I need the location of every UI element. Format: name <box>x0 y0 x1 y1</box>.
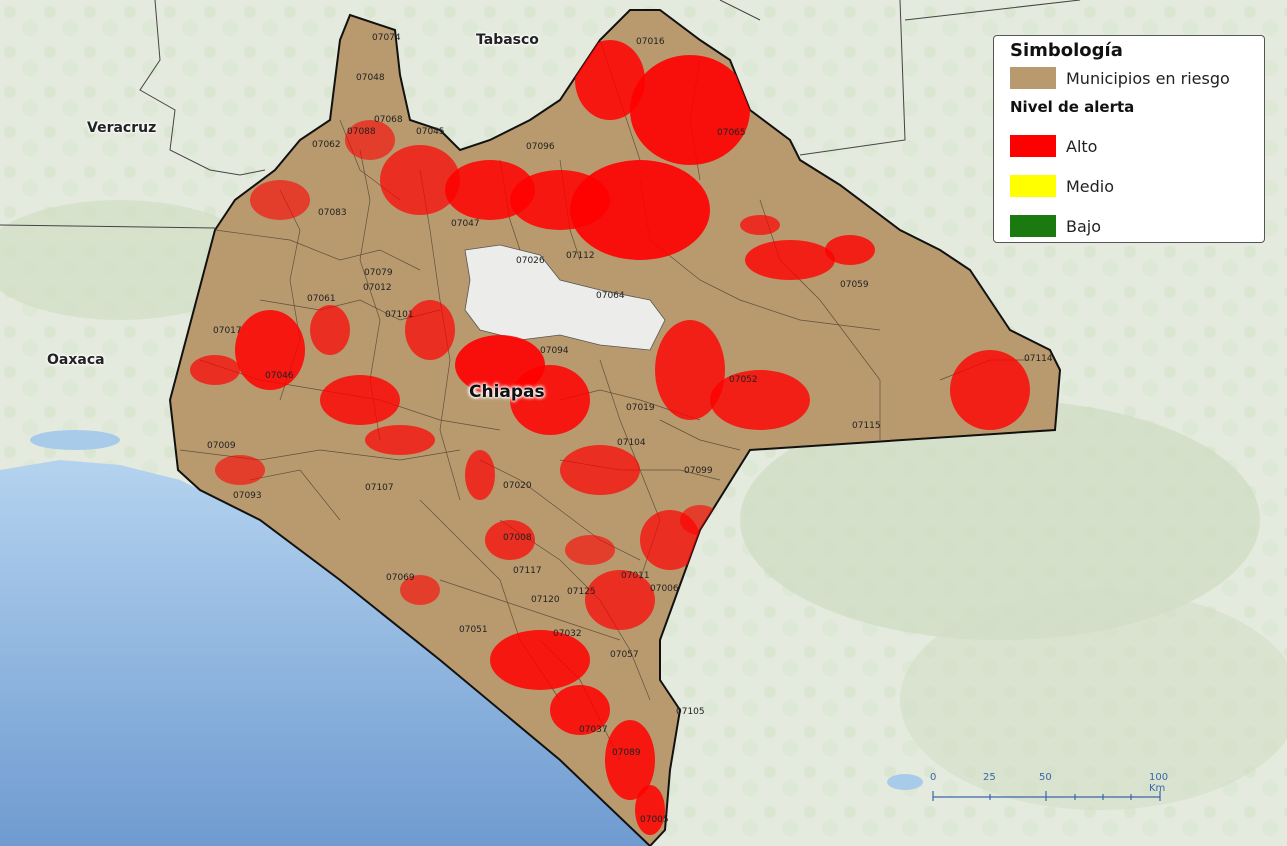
muni-label: 07096 <box>526 142 555 152</box>
relief-area <box>900 590 1287 810</box>
state-border <box>904 0 1081 21</box>
muni-label: 07046 <box>265 371 294 381</box>
legend-label: Municipios en riesgo <box>1066 68 1230 88</box>
muni-label: 07016 <box>636 37 665 47</box>
muni-label: 07061 <box>307 294 336 304</box>
muni-label: 07012 <box>363 283 392 293</box>
muni-label: 07047 <box>451 219 480 229</box>
muni-label: 07045 <box>416 127 445 137</box>
muni-label: 07105 <box>676 707 705 717</box>
legend-swatch-alto <box>1010 135 1056 157</box>
legend-label: Medio <box>1066 176 1115 196</box>
muni-label: 07083 <box>318 208 347 218</box>
muni-label: 07009 <box>207 441 236 451</box>
muni-label: 07037 <box>579 725 608 735</box>
muni-label: 07125 <box>567 587 596 597</box>
legend-swatch-bajo <box>1010 215 1056 237</box>
scale-labels: 0 25 50 100 Km <box>925 772 1175 812</box>
muni-label: 07059 <box>840 280 869 290</box>
non-risk-area[interactable] <box>464 244 666 351</box>
legend-item-bajo: Bajo <box>1010 214 1101 238</box>
muni-label: 07114 <box>1024 354 1053 364</box>
muni-label: 07005 <box>640 815 669 825</box>
muni-label: 07094 <box>540 346 569 356</box>
legend: Simbología Municipios en riesgo Nivel de… <box>993 35 1265 243</box>
muni-label: 07062 <box>312 140 341 150</box>
place-label-oaxaca: Oaxaca <box>47 352 105 368</box>
muni-label: 07104 <box>617 438 646 448</box>
legend-label: Alto <box>1066 136 1098 156</box>
legend-swatch-medio <box>1010 175 1056 197</box>
alert-high-areas <box>190 40 1030 835</box>
relief-area <box>740 400 1260 640</box>
muni-label: 07006 <box>650 584 679 594</box>
muni-label: 07088 <box>347 127 376 137</box>
muni-label: 07101 <box>385 310 414 320</box>
muni-label: 07048 <box>356 73 385 83</box>
state-border <box>799 0 906 156</box>
muni-label: 07093 <box>233 491 262 501</box>
muni-label: 07011 <box>621 571 650 581</box>
muni-label: 07052 <box>729 375 758 385</box>
muni-label: 07099 <box>684 466 713 476</box>
chiapas-state[interactable] <box>168 9 1062 846</box>
scale-tick-label: 25 <box>983 772 996 783</box>
scale-tick-label: 50 <box>1039 772 1052 783</box>
legend-swatch-municipios <box>1010 67 1056 89</box>
muni-label: 07032 <box>553 629 582 639</box>
muni-label: 07115 <box>852 421 881 431</box>
legend-subtitle: Nivel de alerta <box>1010 98 1135 116</box>
muni-label: 07065 <box>717 128 746 138</box>
muni-label: 07008 <box>503 533 532 543</box>
state-label-chiapas: Chiapas <box>469 382 545 402</box>
muni-label: 07089 <box>612 748 641 758</box>
scale-tick-label: 100 Km <box>1149 772 1169 794</box>
muni-label: 07057 <box>610 650 639 660</box>
legend-item-medio: Medio <box>1010 174 1114 198</box>
legend-title: Simbología <box>1010 40 1123 61</box>
muni-label: 07120 <box>531 595 560 605</box>
state-border <box>139 0 266 176</box>
scale-tick-label: 0 <box>930 772 937 783</box>
muni-label: 07069 <box>386 573 415 583</box>
state-border <box>0 224 216 229</box>
place-label-veracruz: Veracruz <box>87 120 157 136</box>
muni-label: 07064 <box>596 291 625 301</box>
lake <box>887 774 923 790</box>
muni-label: 07117 <box>513 566 542 576</box>
muni-label: 07112 <box>566 251 595 261</box>
pacific-ocean <box>0 460 650 846</box>
relief-area <box>0 200 260 320</box>
legend-label: Bajo <box>1066 216 1102 236</box>
muni-label: 07026 <box>516 256 545 266</box>
muni-label: 07074 <box>372 33 401 43</box>
scale-bar <box>932 791 1161 801</box>
lagoon <box>30 430 120 450</box>
place-label-tabasco: Tabasco <box>476 32 539 48</box>
legend-item-alto: Alto <box>1010 134 1097 158</box>
muni-label: 07068 <box>374 115 403 125</box>
muni-label: 07107 <box>365 483 394 493</box>
muni-label: 07019 <box>626 403 655 413</box>
muni-label: 07017 <box>213 326 242 336</box>
muni-label: 07020 <box>503 481 532 491</box>
legend-item-municipios: Municipios en riesgo <box>1010 66 1230 90</box>
muni-label: 07079 <box>364 268 393 278</box>
state-border <box>719 0 761 21</box>
muni-label: 07051 <box>459 625 488 635</box>
